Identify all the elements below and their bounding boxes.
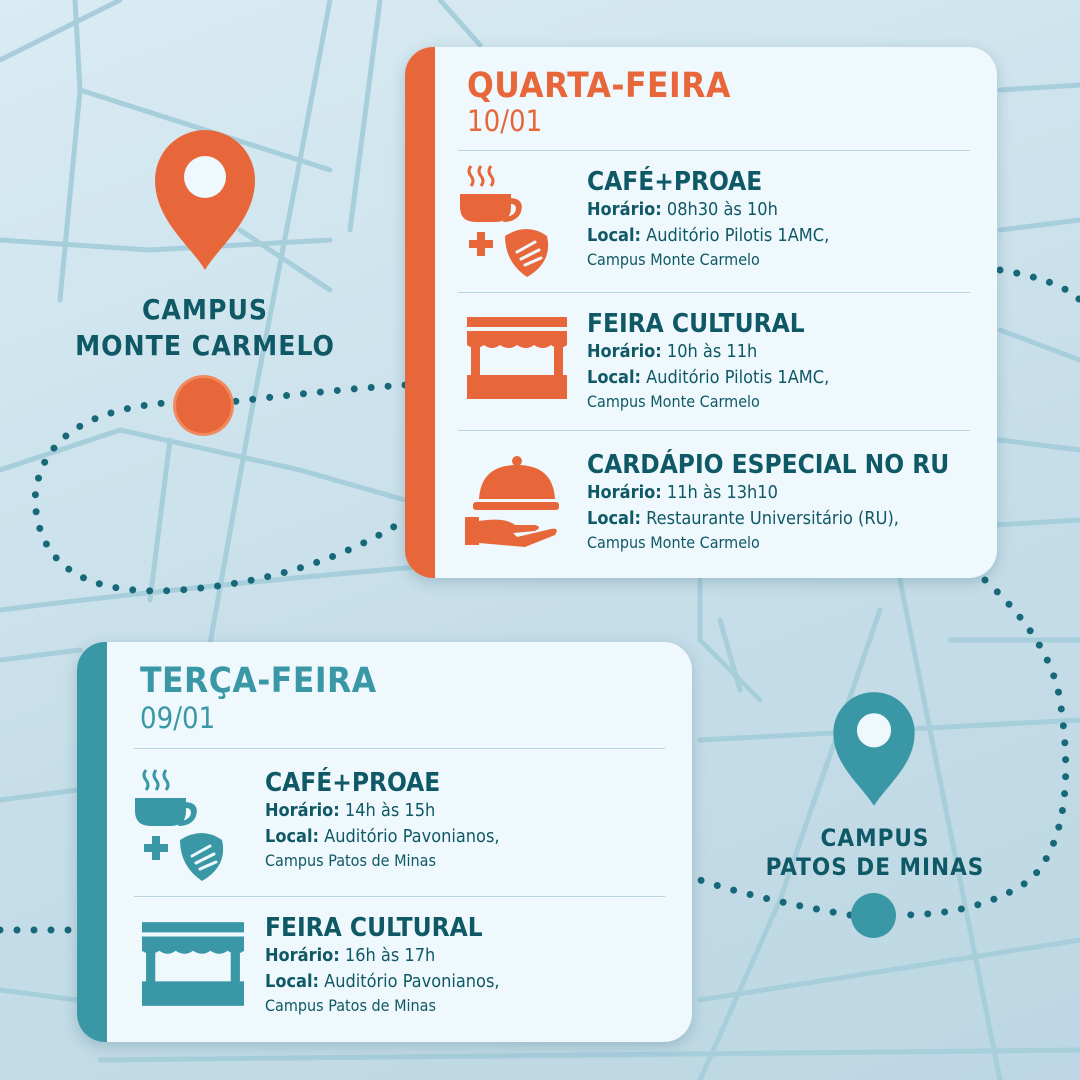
campus-label-line: CAMPUS — [820, 824, 930, 852]
wednesday-schedule-card: QUARTA-FEIRA 10/01 CAFÉ+PROAE Horário: 0… — [405, 47, 997, 578]
day-title: TERÇA-FEIRA — [140, 661, 377, 701]
coffee-care-icon — [460, 165, 549, 277]
tuesday-schedule-card: TERÇA-FEIRA 09/01 CAFÉ+PROAE Horário: 14… — [77, 642, 692, 1042]
time-label: Horário: — [265, 945, 340, 966]
campus-label-line: PATOS DE MINAS — [765, 853, 985, 881]
place-value: Auditório Pilotis 1AMC, — [646, 225, 830, 246]
location-pin-icon — [833, 692, 915, 806]
event-title: CARDÁPIO ESPECIAL NO RU — [587, 450, 950, 480]
event-item: FEIRA CULTURAL Horário: 10h às 11h Local… — [587, 309, 829, 413]
event-item: CARDÁPIO ESPECIAL NO RU Horário: 11h às … — [587, 450, 949, 554]
place-label: Local: — [587, 225, 641, 246]
place-value: Auditório Pavonianos, — [324, 971, 500, 992]
event-place: Local: Restaurante Universitário (RU), — [587, 506, 949, 532]
place-label: Local: — [265, 971, 319, 992]
divider — [134, 896, 665, 897]
event-item: CAFÉ+PROAE Horário: 14h às 15h Local: Au… — [265, 768, 500, 872]
time-value: 11h às 13h10 — [666, 482, 778, 503]
event-campus: Campus Monte Carmelo — [587, 533, 760, 552]
event-campus: Campus Patos de Minas — [265, 996, 436, 1015]
day-date: 09/01 — [140, 701, 216, 735]
campus-label-line: CAMPUS — [141, 293, 269, 326]
campus-label-line: MONTE CARMELO — [75, 329, 335, 362]
time-label: Horário: — [587, 199, 662, 220]
market-stall-icon — [467, 317, 567, 399]
event-time: Horário: 11h às 13h10 — [587, 480, 949, 506]
divider — [458, 292, 970, 293]
place-label: Local: — [265, 826, 319, 847]
event-campus: Campus Monte Carmelo — [587, 250, 760, 269]
event-title: CAFÉ+PROAE — [587, 167, 763, 197]
food-cloche-icon — [465, 456, 559, 547]
event-campus: Campus Monte Carmelo — [587, 392, 760, 411]
event-place: Local: Auditório Pavonianos, — [265, 824, 500, 850]
place-label: Local: — [587, 508, 641, 529]
place-label: Local: — [587, 367, 641, 388]
coffee-care-icon — [135, 769, 224, 881]
time-label: Horário: — [587, 482, 662, 503]
divider — [134, 748, 665, 749]
card-accent-bar — [405, 47, 435, 578]
place-value: Restaurante Universitário (RU), — [646, 508, 899, 529]
campus-label-patos-de-minas: CAMPUS PATOS DE MINAS — [730, 824, 1020, 882]
place-value: Auditório Pilotis 1AMC, — [646, 367, 830, 388]
divider — [458, 430, 970, 431]
card-accent-bar — [77, 642, 107, 1042]
event-time: Horário: 08h30 às 10h — [587, 197, 829, 223]
divider — [458, 150, 970, 151]
event-time: Horário: 14h às 15h — [265, 798, 500, 824]
place-value: Auditório Pavonianos, — [324, 826, 500, 847]
event-place: Local: Auditório Pilotis 1AMC, — [587, 365, 829, 391]
event-item: FEIRA CULTURAL Horário: 16h às 17h Local… — [265, 913, 500, 1017]
market-stall-icon — [142, 922, 244, 1006]
time-value: 14h às 15h — [344, 800, 436, 821]
time-label: Horário: — [265, 800, 340, 821]
campus-label-monte-carmelo: CAMPUS MONTE CARMELO — [40, 292, 370, 364]
event-title: FEIRA CULTURAL — [265, 913, 483, 943]
event-title: FEIRA CULTURAL — [587, 309, 805, 339]
event-campus: Campus Patos de Minas — [265, 851, 436, 870]
campus-marker-monte-carmelo[interactable] — [176, 378, 231, 433]
event-place: Local: Auditório Pilotis 1AMC, — [587, 223, 829, 249]
campus-marker-patos-de-minas[interactable] — [851, 893, 896, 938]
time-label: Horário: — [587, 341, 662, 362]
time-value: 08h30 às 10h — [666, 199, 778, 220]
event-time: Horário: 16h às 17h — [265, 943, 500, 969]
event-place: Local: Auditório Pavonianos, — [265, 969, 500, 995]
event-time: Horário: 10h às 11h — [587, 339, 829, 365]
event-title: CAFÉ+PROAE — [265, 768, 441, 798]
time-value: 16h às 17h — [344, 945, 436, 966]
day-title: QUARTA-FEIRA — [467, 66, 731, 106]
event-item: CAFÉ+PROAE Horário: 08h30 às 10h Local: … — [587, 167, 829, 271]
day-date: 10/01 — [467, 104, 543, 138]
location-pin-icon — [155, 130, 255, 270]
time-value: 10h às 11h — [666, 341, 758, 362]
